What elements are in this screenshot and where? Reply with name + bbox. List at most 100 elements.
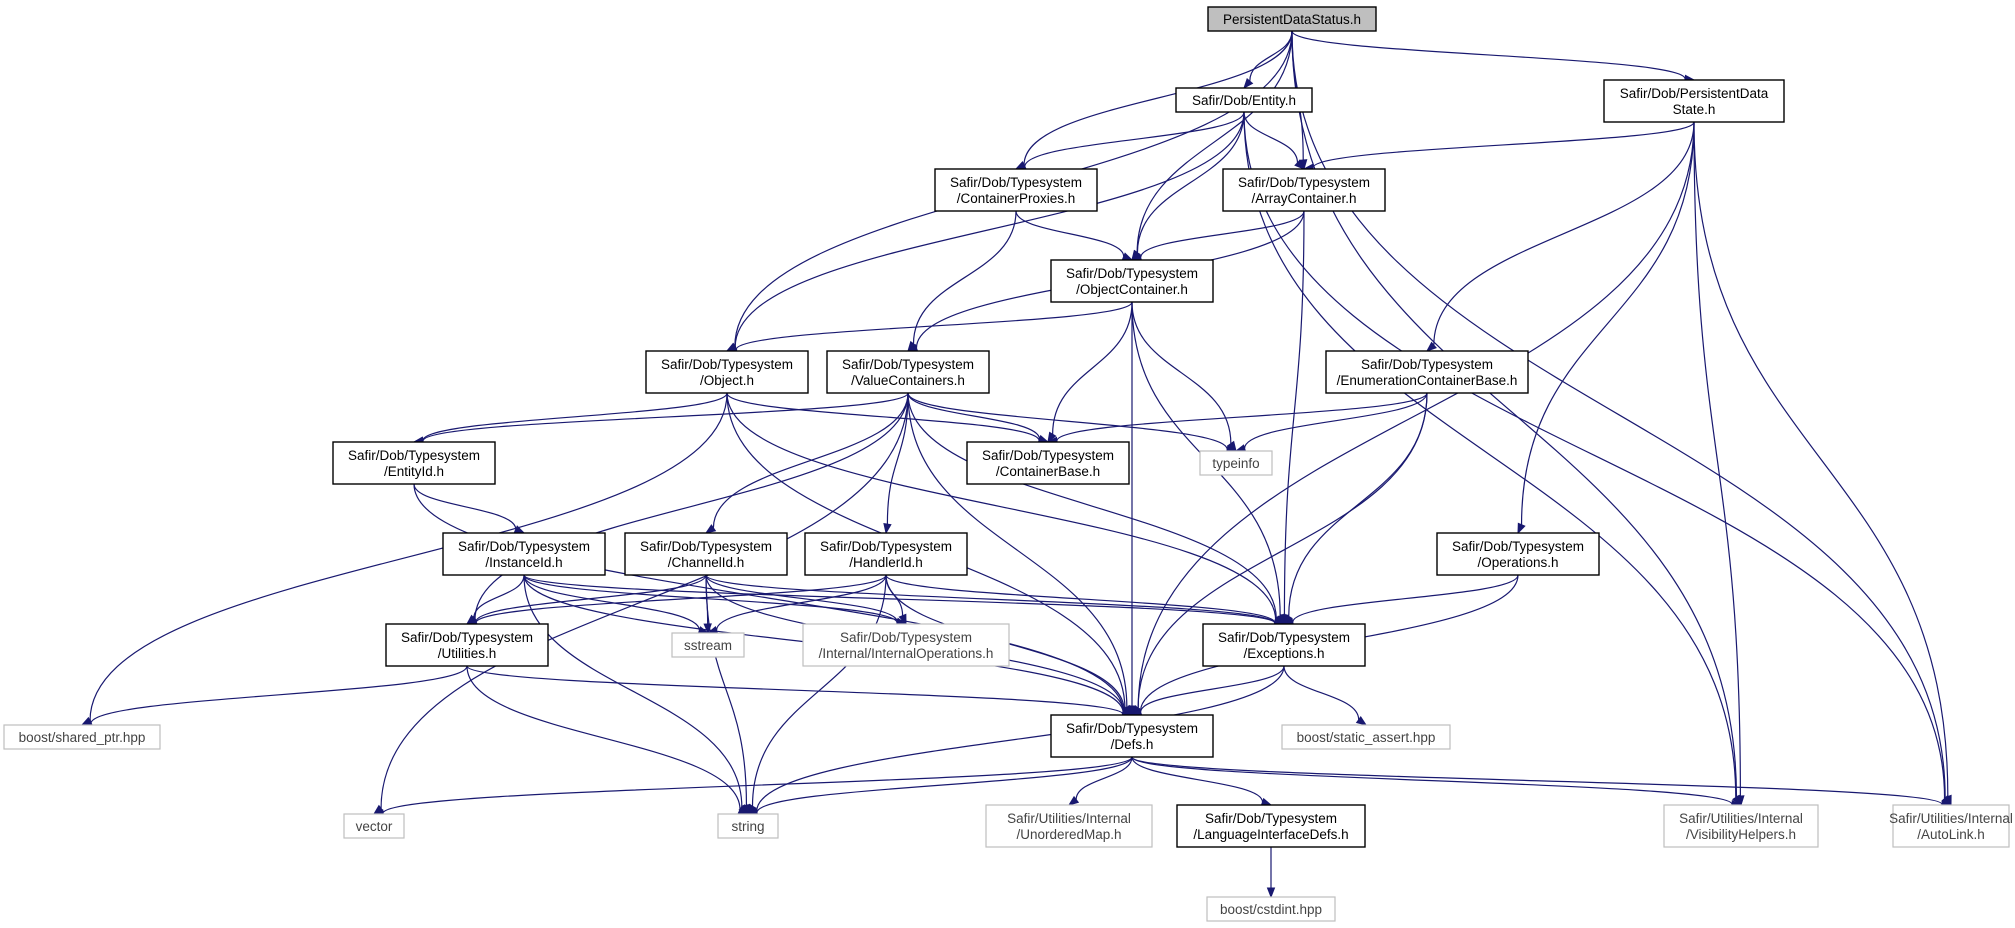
node-valcont[interactable]: Safir/Dob/Typesystem/ValueContainers.h xyxy=(826,350,990,394)
edge-line xyxy=(523,574,743,808)
edge-line xyxy=(907,392,1128,708)
edge-line xyxy=(523,574,1276,624)
node-label-line: /Internal/InternalOperations.h xyxy=(819,646,994,661)
node-box xyxy=(1202,623,1366,667)
edge-exc-to-staticassert xyxy=(1283,665,1368,726)
edge-root-to-objcont xyxy=(1131,30,1293,262)
edge-line xyxy=(756,665,1285,812)
node-label-line: /InstanceId.h xyxy=(485,555,562,570)
node-label-line: /EnumerationContainerBase.h xyxy=(1337,373,1518,388)
edge-line xyxy=(886,392,909,525)
edge-line xyxy=(1283,665,1360,720)
node-object[interactable]: Safir/Dob/Typesystem/Object.h xyxy=(645,350,809,394)
node-handid[interactable]: Safir/Dob/Typesystem/HandlerId.h xyxy=(804,532,968,576)
node-box xyxy=(1207,6,1377,32)
edge-line xyxy=(715,574,887,631)
edge-cproxies-to-valcont xyxy=(907,210,1017,353)
edge-chanid-to-utils xyxy=(465,574,707,627)
edge-line xyxy=(1693,121,1949,797)
node-ops[interactable]: Safir/Dob/Typesystem/Operations.h xyxy=(1436,532,1600,576)
node-label-line: /Utilities.h xyxy=(438,646,497,661)
node-box xyxy=(1663,804,1819,848)
node-label-line: /ValueContainers.h xyxy=(851,373,965,388)
edge-line xyxy=(726,392,1040,441)
node-label-line: Safir/Dob/Typesystem xyxy=(842,357,974,372)
node-box xyxy=(1892,804,2010,848)
edge-chanid-to-string xyxy=(705,574,751,816)
node-intops: Safir/Dob/Typesystem/Internal/InternalOp… xyxy=(802,623,1010,667)
node-sstream: sstream xyxy=(671,632,745,658)
node-label-line: State.h xyxy=(1673,102,1716,117)
edge-entity-to-autolink xyxy=(1243,111,1952,806)
edge-line xyxy=(89,392,728,721)
edge-line xyxy=(1140,210,1305,258)
edge-root-to-vis xyxy=(1291,30,1742,807)
edge-line xyxy=(885,574,1276,624)
node-label-line: /ContainerBase.h xyxy=(996,464,1100,479)
edge-valcont-to-chanid xyxy=(704,392,909,534)
edge-line xyxy=(1131,756,1264,803)
edge-root-to-autolink xyxy=(1291,30,1952,807)
node-label-line: Safir/Dob/Typesystem xyxy=(348,448,480,463)
node-umap: Safir/Utilities/Internal/UnorderedMap.h xyxy=(985,804,1153,848)
node-objcont[interactable]: Safir/Dob/Typesystem/ObjectContainer.h xyxy=(1050,259,1214,303)
node-entity[interactable]: Safir/Dob/Entity.h xyxy=(1175,87,1313,113)
node-instid[interactable]: Safir/Dob/Typesystem/InstanceId.h xyxy=(442,532,606,576)
edge-arrowhead xyxy=(1294,159,1306,170)
node-label-line: /Object.h xyxy=(700,373,754,388)
node-label-line: /ChannelId.h xyxy=(668,555,745,570)
node-label-line: Safir/Utilities/Internal xyxy=(1889,811,2013,826)
edge-instid-to-string xyxy=(523,574,749,816)
edge-utils-to-sharedptr xyxy=(80,665,468,728)
edge-defs-to-umap xyxy=(1067,756,1133,806)
node-utils[interactable]: Safir/Dob/Typesystem/Utilities.h xyxy=(385,623,549,667)
node-label-line: Safir/Dob/Typesystem xyxy=(661,357,793,372)
node-chanid[interactable]: Safir/Dob/Typesystem/ChannelId.h xyxy=(624,532,788,576)
node-label-line: Safir/Dob/Entity.h xyxy=(1192,93,1296,108)
node-enumcont[interactable]: Safir/Dob/Typesystem/EnumerationContaine… xyxy=(1325,350,1529,394)
edge-line xyxy=(1243,111,1299,163)
node-box xyxy=(1436,532,1600,576)
node-label-line: /ContainerProxies.h xyxy=(957,191,1076,206)
edge-valcont-to-entityid xyxy=(412,392,909,446)
edge-line xyxy=(1023,30,1293,165)
edge-line xyxy=(735,301,1133,351)
node-label-line: string xyxy=(731,819,764,834)
node-exc[interactable]: Safir/Dob/Typesystem/Exceptions.h xyxy=(1202,623,1366,667)
edge-line xyxy=(1243,111,1737,798)
node-box xyxy=(385,623,549,667)
node-cproxies[interactable]: Safir/Dob/Typesystem/ContainerProxies.h xyxy=(934,168,1098,212)
node-box xyxy=(804,532,968,576)
node-label-line: /Operations.h xyxy=(1477,555,1558,570)
node-box xyxy=(966,441,1130,485)
edge-line xyxy=(1520,121,1695,525)
edge-line xyxy=(475,574,887,624)
edge-line xyxy=(473,574,525,619)
node-box xyxy=(717,813,779,839)
edge-enumcont-to-defs xyxy=(1131,392,1428,717)
edge-entity-to-vis xyxy=(1243,111,1742,807)
edge-entity-to-object xyxy=(725,111,1245,352)
edge-line xyxy=(1136,30,1293,253)
node-arrcont[interactable]: Safir/Dob/Typesystem/ArrayContainer.h xyxy=(1222,168,1386,212)
edge-line xyxy=(90,665,468,724)
edge-line xyxy=(1131,756,1943,806)
edge-line xyxy=(475,574,707,623)
node-langdefs[interactable]: Safir/Dob/Typesystem/LanguageInterfaceDe… xyxy=(1176,804,1366,848)
edge-pds-to-ops xyxy=(1517,121,1695,535)
edge-line xyxy=(523,574,898,624)
node-label-line: Safir/Dob/Typesystem xyxy=(458,539,590,554)
node-label-line: Safir/Dob/Typesystem xyxy=(820,539,952,554)
node-box xyxy=(826,350,990,394)
edge-line xyxy=(422,392,728,441)
edge-line xyxy=(1052,301,1133,435)
edge-arrowhead xyxy=(898,613,907,626)
edge-line xyxy=(907,392,1041,440)
node-label-line: Safir/Dob/Typesystem xyxy=(1238,175,1370,190)
node-contbase[interactable]: Safir/Dob/Typesystem/ContainerBase.h xyxy=(966,441,1130,485)
node-root[interactable]: PersistentDataStatus.h xyxy=(1207,6,1377,32)
node-entityid[interactable]: Safir/Dob/Typesystem/EntityId.h xyxy=(332,441,496,485)
node-defs[interactable]: Safir/Dob/Typesystem/Defs.h xyxy=(1050,714,1214,758)
edge-line xyxy=(382,756,1133,814)
